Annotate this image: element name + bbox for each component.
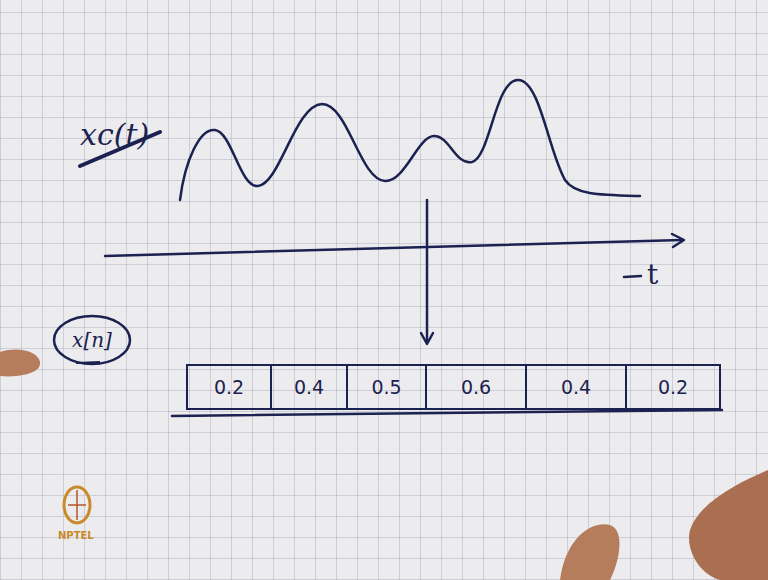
array-cell: 0.4 (525, 364, 627, 410)
logo-emblem (64, 487, 90, 523)
circle-outline-shape (54, 316, 130, 364)
hand-right (689, 470, 768, 580)
sequence-name: x[n] (72, 329, 112, 351)
axis-tick-mark (624, 276, 641, 277)
array-cell: 0.2 (625, 364, 721, 410)
logo-text: NPTEL (58, 530, 94, 541)
sample-value: 0.5 (371, 377, 401, 398)
sampling-arrowhead (421, 333, 433, 344)
axis-label: t (647, 260, 658, 291)
sample-value: 0.4 (561, 377, 591, 398)
hand-finger (0, 350, 40, 377)
logo-emblem-detail (68, 490, 86, 520)
sequence-name-circle: x[n] (52, 314, 132, 366)
signal-name: xc(t) (80, 118, 149, 151)
hand-thumb (560, 524, 619, 580)
array-cell: 0.5 (346, 364, 427, 410)
sample-value: 0.4 (294, 377, 324, 398)
sampling-arrow (426, 200, 429, 342)
array-cell: 0.2 (186, 364, 272, 410)
array-cell: 0.4 (270, 364, 348, 410)
signal-curve (180, 80, 640, 200)
array-cell: 0.6 (425, 364, 527, 410)
circle-underline (76, 362, 100, 363)
array-underline (172, 410, 722, 416)
axis-arrowhead (672, 234, 684, 247)
sample-value: 0.2 (658, 377, 688, 398)
sample-value: 0.2 (214, 377, 244, 398)
sample-value: 0.6 (461, 377, 491, 398)
time-axis (105, 240, 682, 256)
